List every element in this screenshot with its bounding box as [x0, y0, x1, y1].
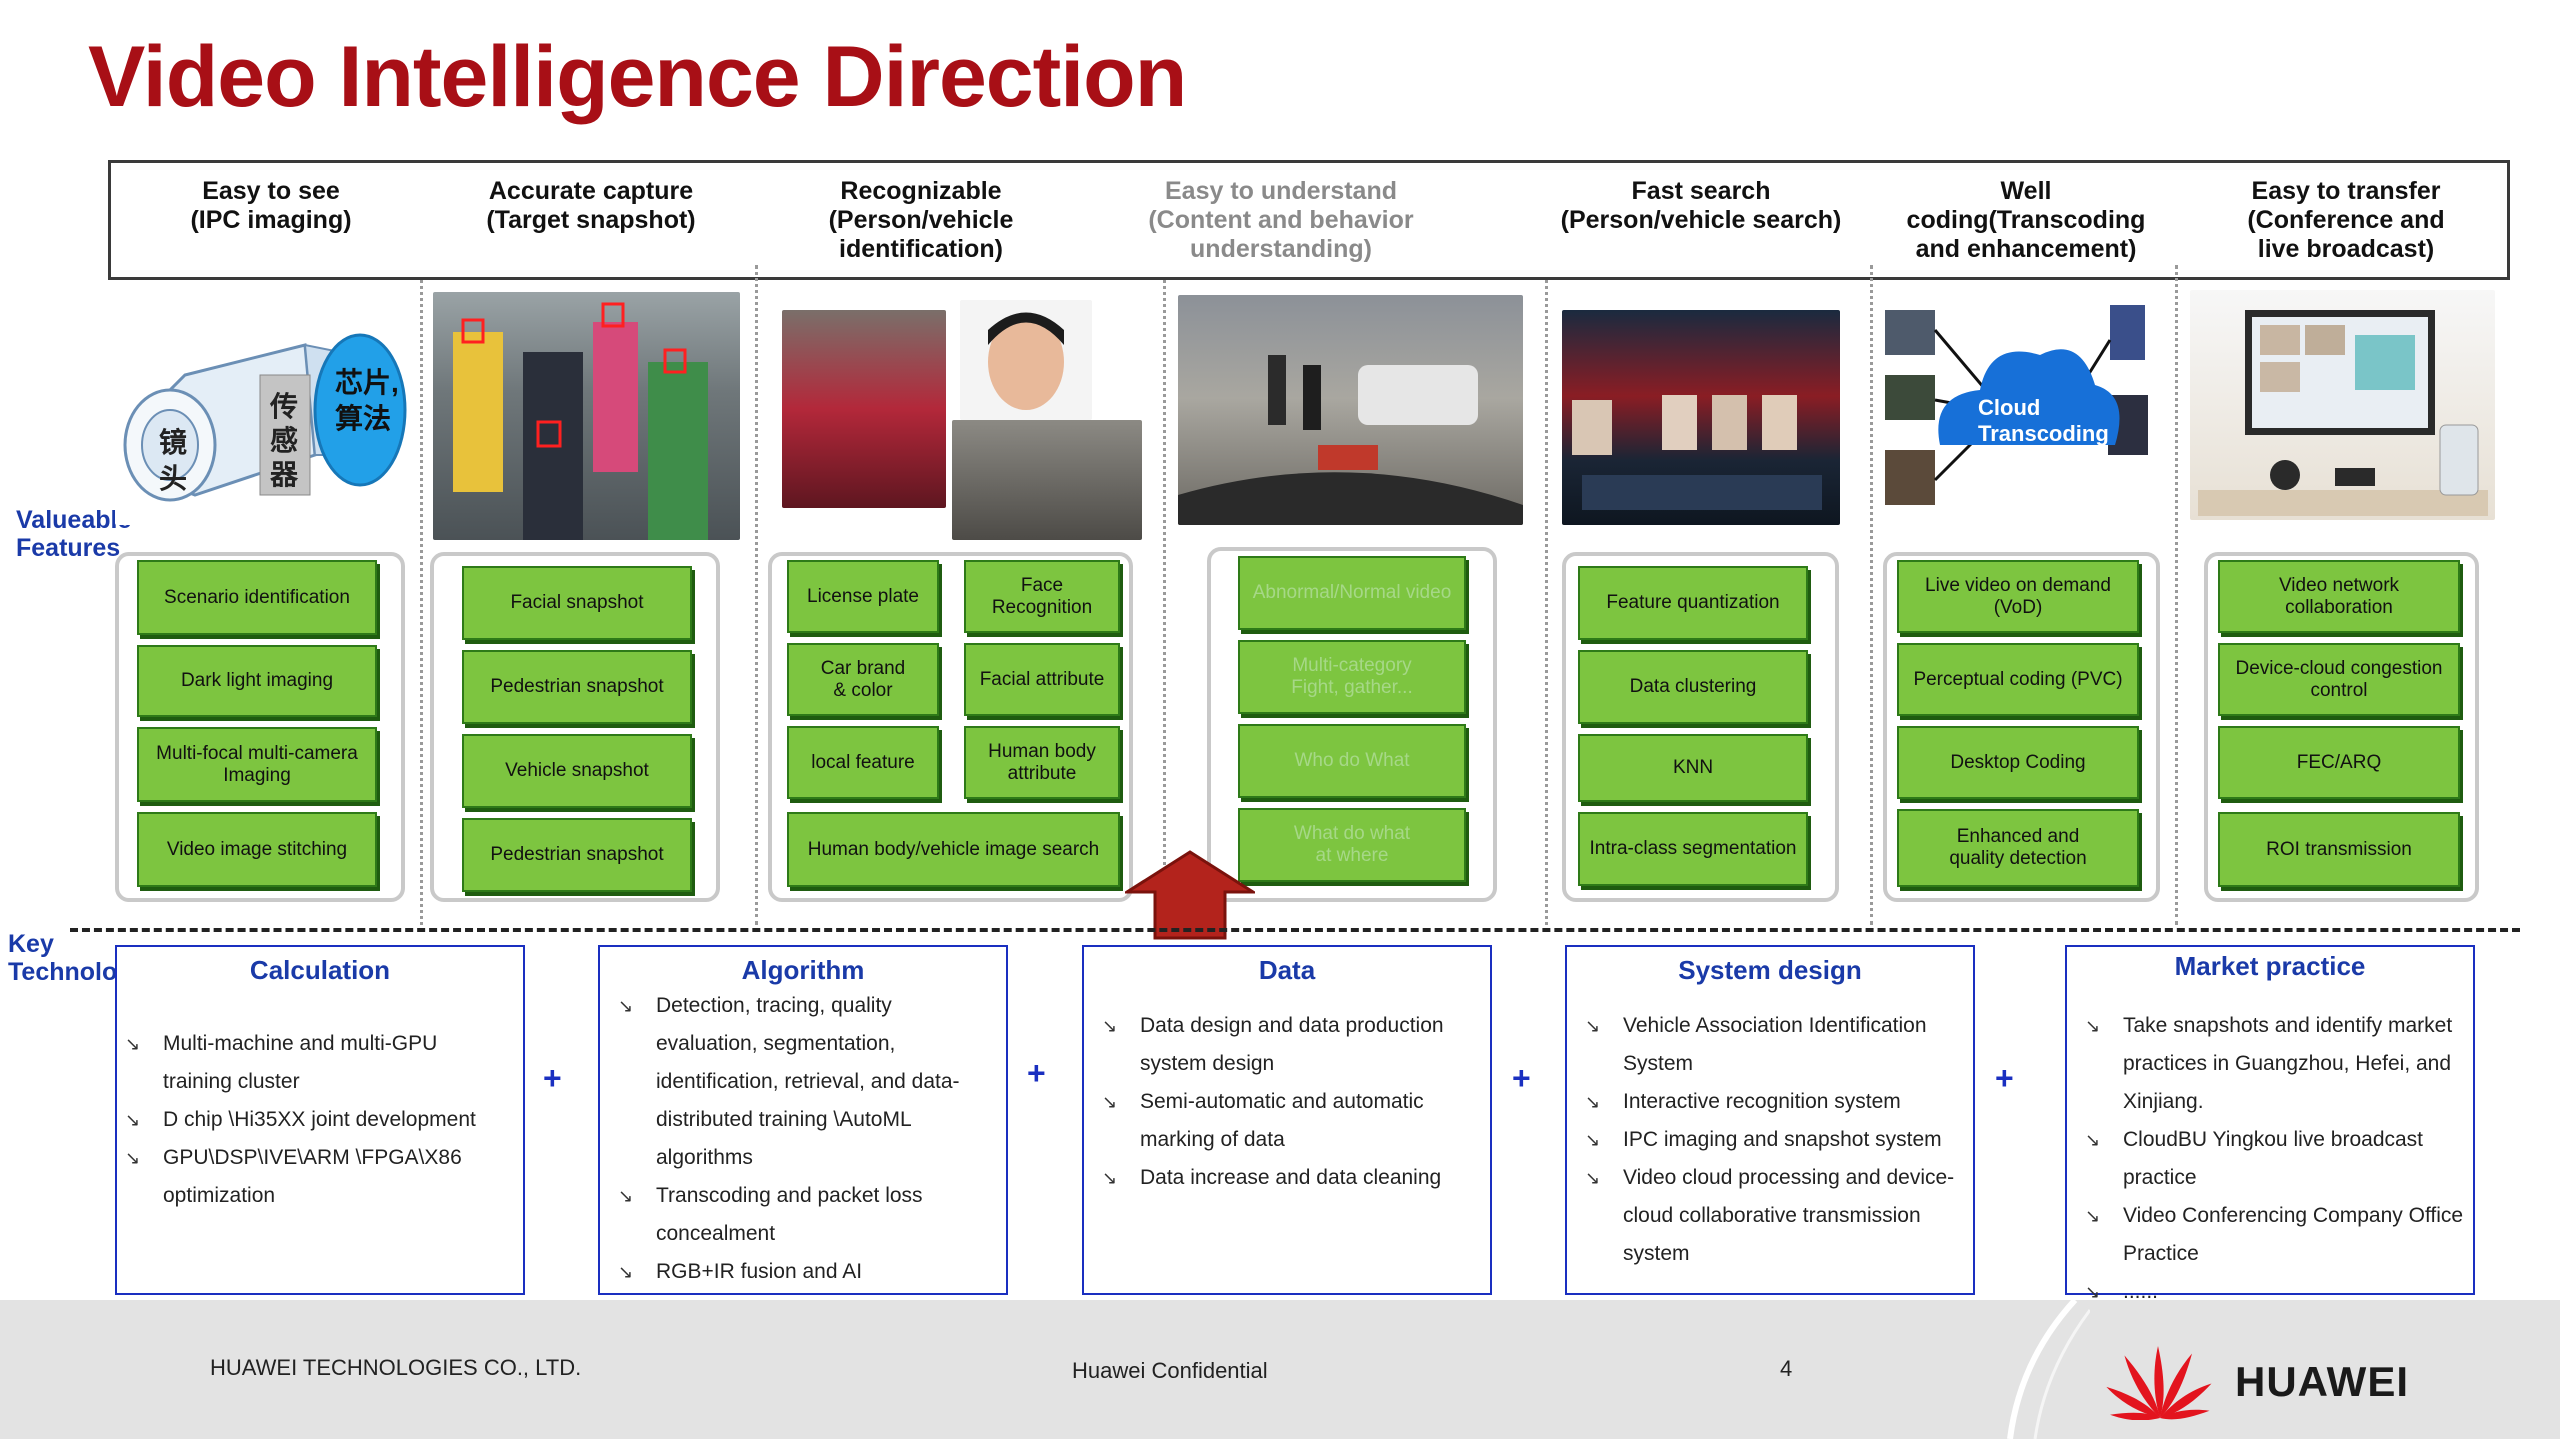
- feature-dark-light-imaging: Dark light imaging: [137, 645, 377, 717]
- tech-item: Transcoding and packet loss concealment: [618, 1177, 993, 1253]
- tech-title-market-practice: Market practice: [2174, 951, 2366, 981]
- tech-item: Take snapshots and identify market pract…: [2085, 1007, 2465, 1121]
- column-divider: [1163, 280, 1166, 925]
- feature-multi-category: Multi-category Fight, gather...: [1238, 640, 1466, 714]
- feature-who-do-what: Who do What: [1238, 724, 1466, 798]
- tech-box-market-practice: Market practice Take snapshots and ident…: [2065, 945, 2475, 1311]
- column-divider: [2175, 265, 2178, 925]
- street-scene-image: [1178, 295, 1523, 525]
- header-easy-to-understand: Easy to understand (Content and behavior…: [1148, 177, 1414, 263]
- feature-video-network-collaboration: Video network collaboration: [2218, 560, 2460, 633]
- search-dashboard-image: [1562, 310, 1840, 525]
- header-well-coding: Well coding(Transcoding and enhancement): [1906, 177, 2146, 263]
- column-divider: [755, 265, 758, 925]
- feature-perceptual-coding: Perceptual coding (PVC): [1897, 643, 2139, 716]
- tech-item: Data increase and data cleaning: [1102, 1159, 1482, 1197]
- pedestrian-image: [952, 420, 1142, 540]
- feature-quantization: Feature quantization: [1578, 566, 1808, 640]
- conference-image: [2190, 290, 2495, 520]
- tech-item: Data design and data production system d…: [1102, 1007, 1482, 1083]
- tech-item: CloudBU Yingkou live broadcast practice: [2085, 1121, 2465, 1197]
- header-easy-to-transfer: Easy to transfer (Conference and live br…: [2247, 177, 2445, 263]
- page-title: Video Intelligence Direction: [88, 29, 1187, 125]
- header-table: Easy to see (IPC imaging) Accurate captu…: [108, 160, 2510, 280]
- valuable-features-label: Valueable Features: [16, 506, 132, 562]
- footer-confidential: Huawei Confidential: [1072, 1358, 1268, 1383]
- plus-sign: +: [1027, 1055, 1046, 1091]
- feature-video-image-stitching: Video image stitching: [137, 812, 377, 887]
- footer-page-number: 4: [1780, 1356, 1793, 1381]
- footer-accent-lines: [2007, 1300, 2090, 1439]
- tech-title-calculation: Calculation: [249, 955, 391, 985]
- tech-item: Multi-machine and multi-GPU training clu…: [125, 1025, 505, 1101]
- feature-local-feature: local feature: [787, 726, 939, 799]
- feature-image-search: Human body/vehicle image search: [787, 812, 1120, 887]
- feature-fec-arq: FEC/ARQ: [2218, 726, 2460, 799]
- tech-item: Vehicle Association Identification Syste…: [1585, 1007, 1960, 1083]
- feature-pedestrian-snapshot: Pedestrian snapshot: [462, 650, 692, 724]
- plus-sign: +: [1995, 1060, 2014, 1096]
- header-easy-to-see: Easy to see (IPC imaging): [190, 177, 352, 234]
- footer: HUAWEI TECHNOLOGIES CO., LTD. Huawei Con…: [0, 1300, 2560, 1439]
- section-divider: [70, 928, 2520, 932]
- plus-sign: +: [543, 1060, 562, 1096]
- feature-car-brand-color: Car brand & color: [787, 643, 939, 716]
- tech-box-algorithm: Algorithm Detection, tracing, quality ev…: [598, 945, 1008, 1321]
- tech-item: Detection, tracing, quality evaluation, …: [618, 987, 993, 1177]
- tech-box-data: Data Data design and data production sys…: [1082, 945, 1492, 1295]
- column-divider: [1545, 280, 1548, 925]
- feature-face-recognition: Face Recognition: [964, 560, 1120, 633]
- footer-company: HUAWEI TECHNOLOGIES CO., LTD.: [210, 1355, 582, 1380]
- header-recognizable: Recognizable (Person/vehicle identificat…: [828, 177, 1014, 263]
- camera-illustration: 镜 头 传 感 器 芯片, 算法: [115, 305, 415, 525]
- huawei-logo-icon: [2106, 1346, 2212, 1420]
- tech-item: Video Conferencing Company Office Practi…: [2085, 1197, 2465, 1273]
- sensor-label: 传 感 器: [270, 391, 299, 490]
- lens-label: 镜 头: [159, 427, 188, 494]
- feature-intra-class-segmentation: Intra-class segmentation: [1578, 812, 1808, 886]
- up-arrow-icon: [1125, 850, 1255, 940]
- face-image: [960, 300, 1092, 420]
- feature-facial-snapshot: Facial snapshot: [462, 566, 692, 640]
- crowd-snapshot-image: [433, 292, 740, 540]
- column-divider: [1870, 265, 1873, 925]
- feature-multi-focal-imaging: Multi-focal multi-camera Imaging: [137, 727, 377, 802]
- tech-box-calculation: Calculation Multi-machine and multi-GPU …: [115, 945, 525, 1295]
- tech-item: Interactive recognition system: [1585, 1083, 1960, 1121]
- column-divider: [420, 280, 423, 925]
- feature-congestion-control: Device-cloud congestion control: [2218, 643, 2460, 716]
- feature-license-plate: License plate: [787, 560, 939, 633]
- tech-item: GPU\DSP\IVE\ARM \FPGA\X86 optimization: [125, 1139, 505, 1215]
- feature-quality-detection: Enhanced and quality detection: [1897, 809, 2139, 887]
- feature-vehicle-snapshot: Vehicle snapshot: [462, 734, 692, 808]
- cloud-transcoding-image: Cloud Transcoding: [1880, 300, 2155, 515]
- tech-title-data: Data: [1258, 955, 1316, 985]
- feature-data-clustering: Data clustering: [1578, 650, 1808, 724]
- feature-what-do-what: What do what at where: [1238, 808, 1466, 882]
- tech-item: IPC imaging and snapshot system: [1585, 1121, 1960, 1159]
- tech-item: Semi-automatic and automatic marking of …: [1102, 1083, 1482, 1159]
- header-accurate-capture: Accurate capture (Target snapshot): [486, 177, 696, 234]
- feature-facial-attribute: Facial attribute: [964, 643, 1120, 716]
- tech-title-algorithm: Algorithm: [741, 955, 865, 985]
- tech-box-system-design: System design Vehicle Association Identi…: [1565, 945, 1975, 1295]
- tech-item: Video cloud processing and device-cloud …: [1585, 1159, 1960, 1273]
- feature-desktop-coding: Desktop Coding: [1897, 726, 2139, 799]
- feature-scenario-identification: Scenario identification: [137, 560, 377, 635]
- feature-live-vod: Live video on demand (VoD): [1897, 560, 2139, 633]
- huawei-brand-text: HUAWEI: [2235, 1358, 2409, 1405]
- feature-knn: KNN: [1578, 734, 1808, 802]
- feature-abnormal-video: Abnormal/Normal video: [1238, 556, 1466, 630]
- feature-human-body-attribute: Human body attribute: [964, 726, 1120, 799]
- header-fast-search: Fast search (Person/vehicle search): [1560, 177, 1842, 234]
- plus-sign: +: [1512, 1060, 1531, 1096]
- feature-roi-transmission: ROI transmission: [2218, 812, 2460, 887]
- chip-algorithm-label: 芯片, 算法: [335, 367, 399, 434]
- car-image: [782, 310, 946, 508]
- feature-pedestrian-snapshot-2: Pedestrian snapshot: [462, 818, 692, 892]
- cloud-transcoding-label: Cloud Transcoding: [1978, 395, 2109, 446]
- tech-item: D chip \Hi35XX joint development: [125, 1101, 505, 1139]
- tech-title-system-design: System design: [1678, 955, 1862, 985]
